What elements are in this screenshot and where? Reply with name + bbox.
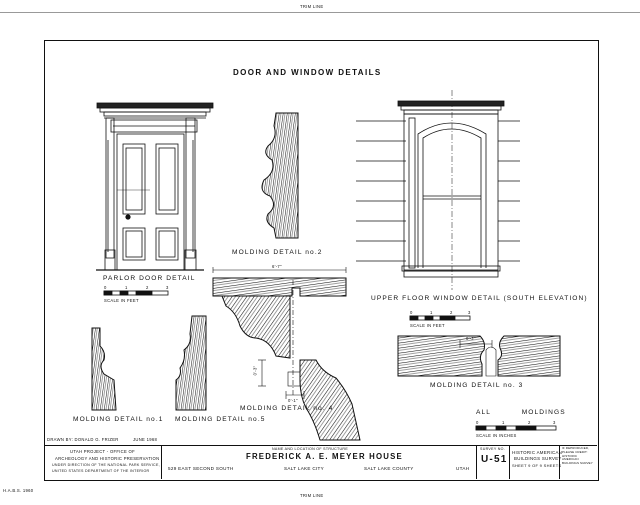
habs-line-1: HISTORIC AMERICAN (512, 450, 563, 455)
sheet-of: SHEET 9 OF 9 SHEETS (512, 463, 562, 468)
molding-scale-tick-0: 0 (476, 420, 479, 425)
org-line-4: UNITED STATES DEPARTMENT OF THE INTERIOR (52, 469, 150, 473)
molding-scale-label: SCALE IN INCHES (476, 433, 517, 438)
habs-line-2: BUILDINGS SURVEY (514, 456, 562, 461)
trim-line-top: TRIM LINE (300, 4, 324, 9)
org-line-3: UNDER DIRECTION OF THE NATIONAL PARK SER… (52, 463, 160, 467)
city: SALT LAKE CITY (284, 466, 325, 471)
upper-window-caption: UPPER FLOOR WINDOW DETAIL (SOUTH ELEVATI… (371, 295, 588, 302)
copy-note-box: IF REPRODUCED, PLEASE CREDIT: HISTORIC A… (562, 447, 594, 475)
title-block-divider-3 (509, 445, 510, 479)
window-scale-tick-0: 0 (410, 310, 413, 315)
title-block (44, 445, 597, 480)
door-scale-label: SCALE IN FEET (104, 298, 139, 303)
molding-5-caption: MOLDING DETAIL no.5 (175, 416, 266, 423)
title-block-divider-4 (559, 445, 560, 479)
address: 529 EAST SECOND SOUTH (168, 466, 234, 471)
molding-scale-tick-3: 3 (553, 420, 556, 425)
corner-note: H.A.B.S. 1960 (3, 488, 34, 493)
state: UTAH (456, 466, 470, 471)
house-name: FREDERICK A. E. MEYER HOUSE (246, 452, 403, 461)
org-line-1: UTAH PROJECT - OFFICE OF (70, 449, 135, 454)
dim-6-7: 6'-7" (272, 264, 282, 269)
window-scale-label: SCALE IN FEET (410, 323, 445, 328)
county: SALT LAKE COUNTY (364, 466, 414, 471)
all-moldings-label: ALL MOLDINGS (476, 409, 566, 416)
door-scale-tick-1: 1 (125, 285, 128, 290)
dim-0-1: 0'-1" (288, 398, 298, 403)
molding-1-caption: MOLDING DETAIL no.1 (73, 416, 164, 423)
window-scale-tick-2: 2 (450, 310, 453, 315)
dim-0-2: 0'-2" (466, 336, 476, 341)
sheet-border (44, 40, 599, 481)
door-scale-tick-2: 2 (146, 285, 149, 290)
survey-label: SURVEY NO. (480, 447, 506, 451)
org-line-2: ARCHEOLOGY AND HISTORIC PRESERVATION (55, 456, 160, 461)
survey-number: U-51 (481, 454, 508, 465)
structure-name-label: NAME AND LOCATION OF STRUCTURE (272, 447, 349, 451)
molding-scale-tick-2: 2 (528, 420, 531, 425)
drawn-by: DRAWN BY: DONALD G. FRIZER (47, 437, 119, 442)
trim-rule-top (0, 12, 640, 13)
parlor-door-caption: PARLOR DOOR DETAIL (103, 275, 196, 282)
title-block-divider-1 (161, 445, 162, 479)
molding-3-caption: MOLDING DETAIL no. 3 (430, 382, 524, 389)
molding-2-caption: MOLDING DETAIL no.2 (232, 249, 323, 256)
door-scale-tick-0: 0 (104, 285, 107, 290)
window-scale-tick-1: 1 (430, 310, 433, 315)
molding-4-caption: MOLDING DETAIL no. 4 (240, 405, 334, 412)
trim-line-bottom: TRIM LINE (300, 493, 324, 498)
door-scale-tick-3: 3 (166, 285, 169, 290)
sheet-title: DOOR AND WINDOW DETAILS (233, 68, 382, 77)
window-scale-tick-3: 3 (468, 310, 471, 315)
molding-scale-tick-1: 1 (502, 420, 505, 425)
title-block-divider-2 (476, 445, 477, 479)
drawn-date: JUNE 1968 (133, 437, 158, 442)
copy-note: IF REPRODUCED, PLEASE CREDIT: HISTORIC A… (562, 447, 593, 466)
